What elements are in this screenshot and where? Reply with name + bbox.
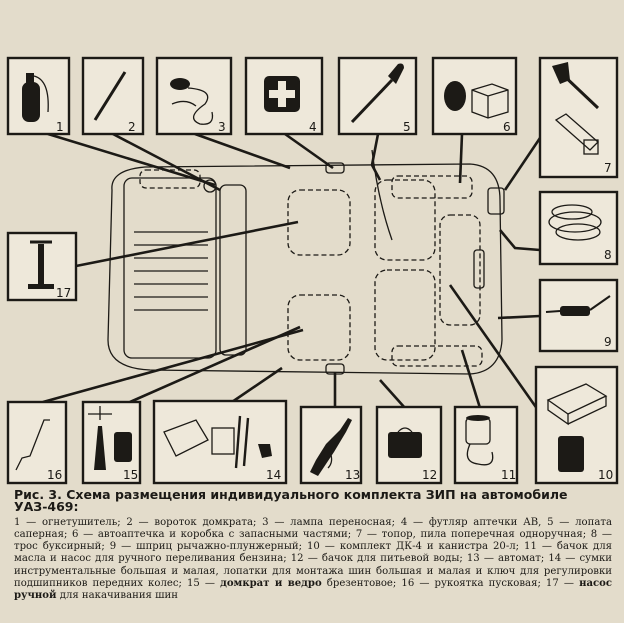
box-fire-extinguisher: 1 xyxy=(6,56,71,136)
box-first-aid-case: 4 xyxy=(244,56,324,136)
box-oil-can-and-pump: 11 xyxy=(453,405,519,485)
box-tool-bags-and-tire-levers: 14 xyxy=(152,399,288,485)
label-8: 8 xyxy=(604,248,612,262)
box-car-first-aid-and-spares: 6 xyxy=(431,56,518,136)
box-starting-handle: 16 xyxy=(6,400,68,485)
label-6: 6 xyxy=(503,120,511,134)
caption-bold-1: домкрат и ведро xyxy=(220,577,322,589)
label-11: 11 xyxy=(501,468,516,482)
caption-body-3: для накачивания шин xyxy=(56,589,178,601)
label-2: 2 xyxy=(128,120,136,134)
vehicle-outline xyxy=(107,149,505,375)
label-12: 12 xyxy=(422,468,437,482)
label-9: 9 xyxy=(604,335,612,349)
label-10: 10 xyxy=(598,468,613,482)
caption-body-2: брезентовое; 16 — рукоятка пусковая; 17 … xyxy=(321,577,580,589)
label-17: 17 xyxy=(56,286,71,300)
box-hand-pump: 17 xyxy=(6,231,78,302)
box-jack-handle: 2 xyxy=(81,56,145,136)
label-13: 13 xyxy=(345,468,360,482)
label-15: 15 xyxy=(123,468,138,482)
zip-placement-diagram: 1 2 3 4 5 6 7 xyxy=(6,56,619,485)
box-shovel: 5 xyxy=(337,56,418,136)
caption-bold-2: насос ручной xyxy=(14,577,613,601)
box-tow-rope: 8 xyxy=(538,190,619,266)
caption-body: 1 — огнетушитель; 2 — вороток домкрата; … xyxy=(14,517,612,589)
label-16: 16 xyxy=(47,468,62,482)
box-dk4-kit-and-canister: 10 xyxy=(534,365,619,485)
label-3: 3 xyxy=(218,120,226,134)
box-jack-and-bucket: 15 xyxy=(81,400,142,485)
box-axe-and-saw: 7 xyxy=(538,56,619,179)
figure-caption: Рис. 3. Схема размещения индивидуального… xyxy=(14,487,613,602)
box-rifle: 13 xyxy=(299,405,363,485)
label-14: 14 xyxy=(266,468,281,482)
label-5: 5 xyxy=(403,120,411,134)
box-portable-lamp: 3 xyxy=(155,56,233,136)
leader-lines xyxy=(42,132,547,421)
label-7: 7 xyxy=(604,161,612,175)
caption-title: Рис. 3. Схема размещения индивидуального… xyxy=(14,487,568,515)
label-1: 1 xyxy=(56,120,64,134)
box-grease-gun: 9 xyxy=(538,278,619,353)
label-4: 4 xyxy=(309,120,317,134)
box-water-can: 12 xyxy=(375,405,443,485)
